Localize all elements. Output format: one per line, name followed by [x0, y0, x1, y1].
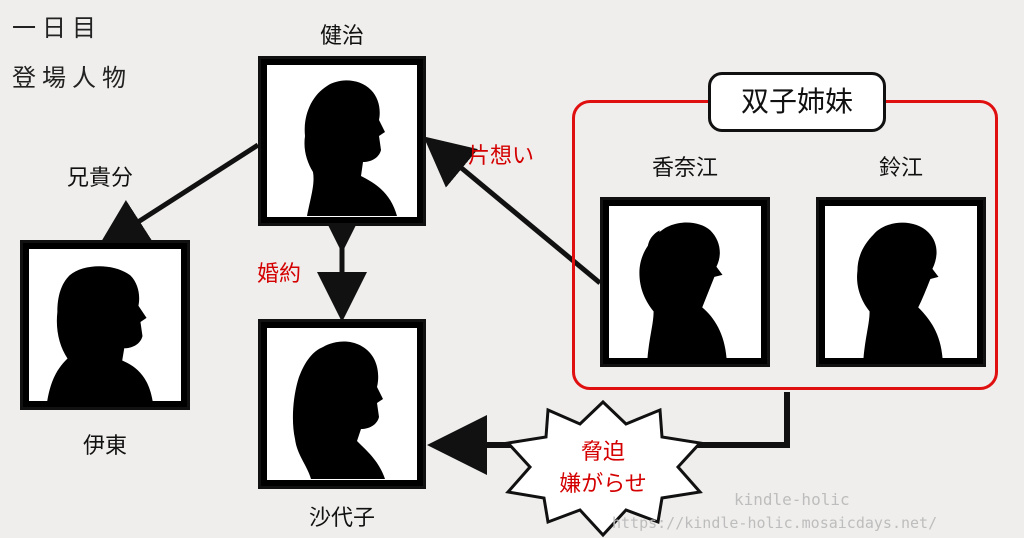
group-label: 双子姉妹	[708, 72, 886, 132]
portrait-kanae	[600, 197, 770, 367]
name-kanae: 香奈江	[651, 156, 718, 181]
label-engagement: 婚約	[257, 262, 302, 287]
name-kenji: 健治	[319, 24, 364, 49]
threat-burst	[505, 399, 703, 538]
name-suzue: 鈴江	[878, 156, 923, 181]
silhouette-ito-icon	[47, 266, 153, 401]
portrait-kenji	[258, 56, 426, 226]
silhouette-kanae-icon	[639, 222, 727, 358]
silhouette-suzue-icon	[857, 222, 943, 358]
portrait-suzue	[816, 197, 986, 367]
portrait-sayoko	[258, 319, 426, 489]
label-unrequited: 片想い	[468, 144, 535, 169]
name-sayoko: 沙代子	[308, 506, 375, 531]
label-threat: 脅迫	[580, 440, 625, 465]
watermark-brand: kindle-holic	[734, 490, 850, 509]
name-ito: 伊東	[82, 434, 127, 459]
day-title: 一日目	[12, 14, 102, 42]
label-harassment: 嫌がらせ	[559, 472, 647, 497]
arrow-kenji-to-ito	[97, 142, 260, 249]
silhouette-kenji-icon	[304, 80, 397, 216]
label-aniki: 兄貴分	[67, 166, 134, 191]
portrait-ito	[20, 240, 190, 410]
silhouette-sayoko-icon	[292, 341, 385, 479]
characters-title: 登場人物	[12, 64, 132, 92]
watermark-url: https://kindle-holic.mosaicdays.net/	[612, 514, 938, 532]
